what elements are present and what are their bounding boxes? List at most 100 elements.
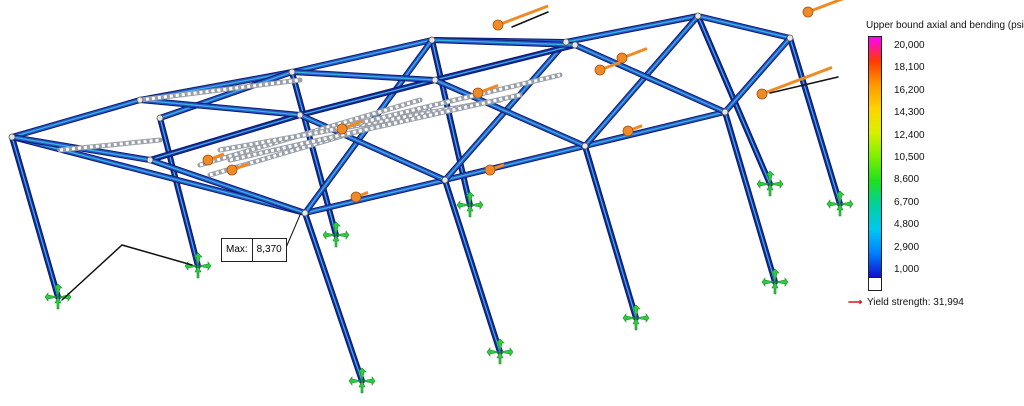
joint-node-icon xyxy=(441,176,449,184)
joint-node-icon xyxy=(8,133,16,141)
beam-highlight xyxy=(724,111,776,283)
beam-highlight xyxy=(291,71,436,81)
fixture-arrow-icon xyxy=(486,338,514,365)
truss-chord-segments xyxy=(139,78,301,102)
beam-highlight xyxy=(584,145,637,319)
legend-below-range-box xyxy=(868,277,882,291)
legend-tick: 2,900 xyxy=(894,241,920,253)
beam-highlight xyxy=(565,15,699,43)
legend-tick: 12,400 xyxy=(894,129,925,141)
load-arrow-icon xyxy=(202,152,225,166)
beam-highlight xyxy=(11,99,141,138)
leader-line xyxy=(61,244,123,301)
beam-highlight xyxy=(434,44,576,81)
joint-node-icon xyxy=(156,114,164,122)
load-arrow-icon xyxy=(622,124,643,137)
joint-node-icon xyxy=(721,108,729,116)
fixture-arrow-icon xyxy=(826,190,854,217)
load-arrow-icon xyxy=(472,83,499,99)
load-arrow-icon xyxy=(350,191,369,203)
joint-node-icon xyxy=(136,96,144,104)
beam-highlight xyxy=(11,136,59,298)
joint-node-icon xyxy=(428,36,436,44)
fixture-arrow-icon xyxy=(184,252,212,279)
legend-tick: 18,100 xyxy=(894,62,925,74)
beam-highlight xyxy=(724,37,791,113)
load-arrow-icon xyxy=(492,4,549,31)
fixtures xyxy=(44,170,854,394)
leader-lines xyxy=(61,11,839,301)
legend-tick: 14,300 xyxy=(894,107,925,119)
load-arrow-icon xyxy=(484,163,505,176)
leader-line xyxy=(511,11,549,28)
yield-strength-label: ⟶ Yield strength: 31,994 xyxy=(848,297,964,308)
truss-chord xyxy=(327,72,563,133)
loads xyxy=(202,0,844,203)
fixture-arrow-icon xyxy=(456,191,484,218)
max-annotation[interactable]: Max: 8,370 xyxy=(221,238,287,262)
max-leader-line xyxy=(284,214,301,251)
beam-highlight xyxy=(304,179,446,214)
beam-highlight xyxy=(291,39,433,73)
beam-highlight xyxy=(139,99,301,116)
joint-node-icon xyxy=(431,76,439,84)
max-separator xyxy=(251,239,253,261)
max-prefix: Max: xyxy=(226,244,248,255)
beam-highlight xyxy=(299,79,436,116)
joint-node-icon xyxy=(146,156,154,164)
load-arrow-icon xyxy=(594,60,621,76)
max-value: 8,370 xyxy=(256,244,282,255)
beam-highlight xyxy=(431,39,576,46)
load-arrow-icon xyxy=(616,47,648,64)
beam-highlight xyxy=(444,145,586,181)
truss-chord-segments xyxy=(59,138,161,152)
fixture-arrow-icon xyxy=(322,221,350,248)
leader-line xyxy=(121,244,193,266)
joint-node-icon xyxy=(288,68,296,76)
beam-highlight xyxy=(584,111,726,147)
beam-highlight xyxy=(697,15,791,39)
beam-highlight xyxy=(149,159,306,214)
beam-highlight xyxy=(159,117,199,267)
frame-beams xyxy=(9,13,843,384)
joint-node-icon xyxy=(296,111,304,119)
joint-node-icon xyxy=(301,209,309,217)
joint-node-icon xyxy=(562,38,570,46)
legend-colorbar xyxy=(868,36,882,278)
beam-highlight xyxy=(789,37,841,205)
beam-highlight xyxy=(444,179,501,353)
fixture-arrow-icon xyxy=(756,170,784,197)
joint-node-icon xyxy=(694,12,702,20)
frame-joints xyxy=(8,12,794,217)
fixture-arrow-icon xyxy=(622,304,650,331)
truss-chord-segments xyxy=(229,93,521,162)
joint-node-icon xyxy=(581,142,589,150)
leader-line xyxy=(769,76,839,94)
fixture-arrow-icon xyxy=(44,283,72,310)
yield-strength-text: Yield strength: 31,994 xyxy=(866,297,964,308)
load-arrow-icon xyxy=(802,0,844,18)
legend-tick: 6,700 xyxy=(894,196,920,208)
beam-highlight xyxy=(584,15,699,147)
beam-highlight xyxy=(149,114,301,161)
beam-highlight xyxy=(304,212,363,382)
beam-highlight xyxy=(574,44,726,113)
legend-tick: 8,600 xyxy=(894,174,920,186)
load-arrow-icon xyxy=(756,65,833,100)
joint-node-icon xyxy=(571,41,579,49)
joint-node-icon xyxy=(786,34,794,42)
legend-tick: 4,800 xyxy=(894,219,920,231)
load-arrow-icon xyxy=(226,162,249,176)
fixture-arrow-icon xyxy=(348,367,376,394)
fixture-arrow-icon xyxy=(761,268,789,295)
load-arrow-icon xyxy=(336,119,363,135)
legend-tick: 20,000 xyxy=(894,40,925,51)
legend-tick: 16,200 xyxy=(894,84,925,96)
legend-title: Upper bound axial and bending (psi) xyxy=(866,20,1024,31)
beam-highlight xyxy=(159,71,293,119)
yield-arrow-icon: ⟶ xyxy=(848,297,863,308)
beam-highlight xyxy=(434,79,586,147)
legend-tick: 10,500 xyxy=(894,152,925,163)
legend-tick: 1,000 xyxy=(894,264,920,275)
